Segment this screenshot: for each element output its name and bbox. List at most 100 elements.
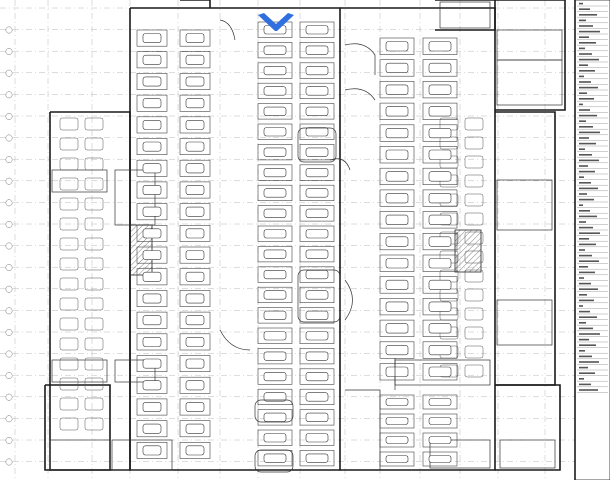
parking-stall [379,189,415,207]
car-symbol [428,323,452,334]
parking-stall [257,450,293,467]
car-symbol [305,208,329,218]
storage-unit [84,317,104,331]
parking-stall [422,81,458,99]
car-symbol [142,271,162,282]
parking-column-col-g [379,394,415,467]
car-symbol [385,214,409,225]
legend-row-text [579,355,592,358]
car-symbol [305,188,329,198]
car-symbol [428,279,452,291]
grid-bubble [5,199,13,207]
parking-stall [299,205,335,222]
car-symbol [385,62,409,74]
legend-row-text [579,271,595,274]
grid-bubble [5,91,13,99]
car-symbol [385,171,409,182]
parking-stall [299,82,335,99]
storage-unit [59,217,79,231]
parking-stall [299,123,335,140]
car-symbol [428,171,452,182]
parking-stall [179,138,211,156]
parking-stall [422,363,458,381]
parking-stall [257,21,293,38]
car-symbol [142,206,162,217]
car-symbol [305,351,329,361]
parking-stall [422,37,458,55]
car-symbol [263,290,287,300]
storage-unit [84,217,104,231]
storage-unit [84,157,104,171]
parking-stall [422,298,458,316]
legend-row-text [579,294,587,296]
grid-bubble [5,328,13,336]
legend-row-text [579,30,600,33]
storage-unit [84,357,104,371]
car-symbol [385,323,409,334]
storage-unit [464,136,484,150]
parking-stall [299,164,335,181]
parking-stall [179,311,211,329]
parking-stall [422,59,458,77]
parking-stall [299,307,335,324]
car-symbol [305,249,329,259]
car-symbol [385,258,409,269]
car-symbol [263,331,287,341]
grid-bubble [5,69,13,77]
storage-unit [464,364,484,378]
parking-stall [379,341,415,359]
parking-stall [422,233,458,251]
parking-stall [179,225,211,242]
parking-stall [257,42,293,59]
car-symbol [385,236,409,247]
grid-bubble [5,264,13,272]
parking-column-col-f [422,37,458,381]
car-symbol [142,76,162,87]
parking-stall [257,144,293,161]
grid-bubble [5,372,13,380]
storage-unit [464,193,484,207]
car-symbol [185,141,205,152]
car-symbol [263,147,287,157]
parking-stall [179,268,211,286]
storage-unit [84,197,104,211]
parking-stall [136,333,168,351]
parking-stall [136,311,168,329]
storage-unit [84,397,104,411]
parking-stall [179,116,211,134]
car-symbol [263,188,287,198]
legend-row-text [579,92,587,94]
car-symbol [428,417,452,425]
legend-row-text [579,75,584,78]
parking-stall [299,103,335,120]
parking-stall [299,62,335,79]
storage-unit [464,250,484,264]
legend-row-text [579,305,583,307]
car-symbol [263,269,287,280]
legend-row-text [579,338,589,341]
storage-unit [84,377,104,391]
parking-stall [136,225,168,242]
parking-stall [136,29,168,47]
parking-stall [257,388,293,406]
parking-stall [422,451,458,467]
parking-stall [257,246,293,263]
grid-bubble [5,458,13,466]
legend-row-text [579,182,591,184]
storage-unit [84,237,104,251]
car-symbol [428,398,452,406]
car-symbol [428,106,452,117]
parking-stall [379,276,415,294]
car-symbol [142,250,162,260]
parking-stall [179,420,211,438]
car-symbol [305,453,329,463]
legend-row-text [579,193,587,195]
parking-stall [379,254,415,272]
parking-stall [179,159,211,177]
legend-row-text [579,109,590,111]
car-symbol [263,249,287,259]
car-symbol [263,127,287,137]
storage-unit [464,231,484,245]
